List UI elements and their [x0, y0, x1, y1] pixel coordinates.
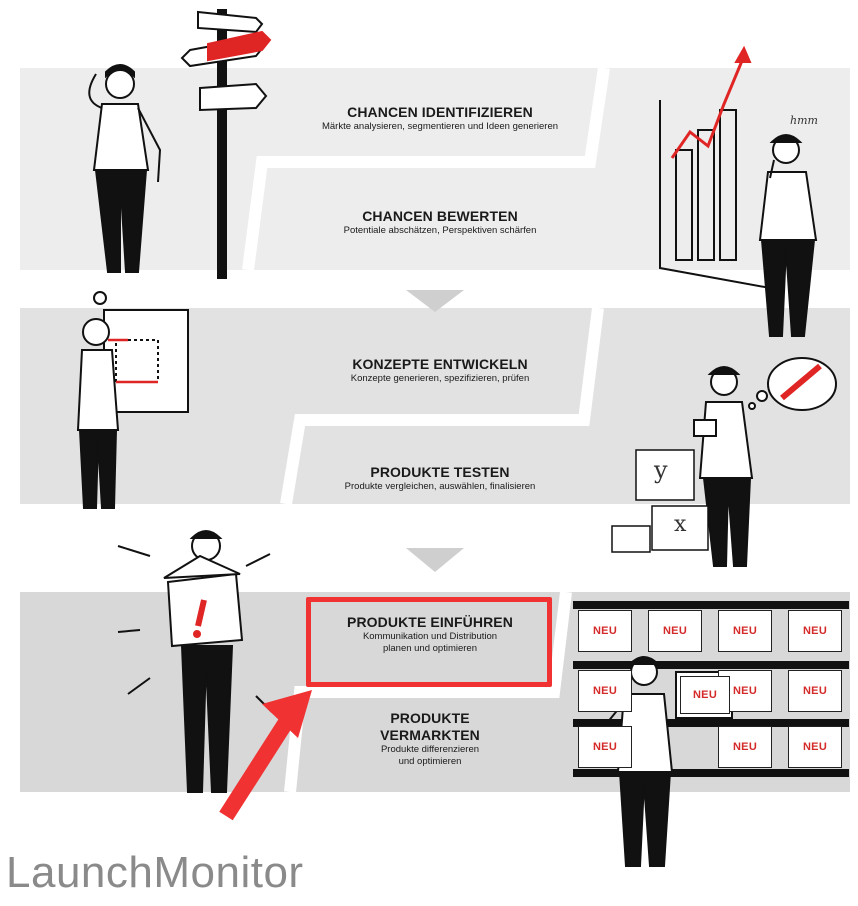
whiteboard-icon [76, 291, 189, 509]
stage-subtitle: Märkte analysieren, segmentieren und Ide… [321, 121, 559, 132]
highlight-frame [306, 597, 552, 687]
stage-subtitle-line2: und optimieren [398, 756, 462, 767]
stage-subtitle-line1: Kommunikation und Distribution [362, 631, 498, 642]
new-product-box: NEU [718, 726, 772, 768]
stage-launch: PRODUKTE EINFÜHREN Kommunikation und Dis… [312, 614, 548, 655]
brand-name: LaunchMonitor [6, 848, 304, 897]
new-label: NEU [692, 689, 718, 701]
new-label: NEU [802, 625, 828, 637]
down-arrow-icon [406, 290, 464, 312]
stage-subtitle: Produkte vergleichen, auswählen, finalis… [344, 481, 536, 492]
new-product-box: NEU [788, 670, 842, 712]
signpost-icon [180, 9, 272, 279]
stage-evaluate: CHANCEN BEWERTEN Potentiale abschätzen, … [290, 208, 590, 237]
new-label: NEU [732, 625, 758, 637]
held-product-box: NEU [680, 676, 730, 714]
stage-title: CHANCEN BEWERTEN [362, 208, 518, 224]
stage-identify: CHANCEN IDENTIFIZIEREN Märkte analysiere… [290, 104, 590, 133]
stage-subtitle-line2: planen und optimieren [382, 643, 477, 654]
box-letter-x: x [674, 512, 687, 537]
new-label: NEU [662, 625, 688, 637]
shelf-icon [573, 601, 849, 777]
stage-title: PRODUKTE EINFÜHREN [347, 614, 513, 630]
stage-test: PRODUKTE TESTEN Produkte vergleichen, au… [290, 464, 590, 493]
new-product-box: NEU [788, 610, 842, 652]
rising-chart-icon [659, 45, 771, 289]
thought-note: hmm [790, 114, 818, 127]
new-label: NEU [732, 685, 758, 697]
new-product-box: NEU [578, 670, 632, 712]
stage-develop: KONZEPTE ENTWICKELN Konzepte generieren,… [290, 356, 590, 385]
boxes-icon [611, 449, 709, 553]
box-letter-y: y [654, 456, 668, 484]
new-product-box: NEU [578, 726, 632, 768]
stage-subtitle: Konzepte generieren, spezifizieren, prüf… [350, 373, 530, 384]
down-arrow-icon [406, 548, 464, 572]
new-label: NEU [802, 741, 828, 753]
open-box-icon [117, 530, 273, 793]
man-notebook-icon [693, 366, 754, 567]
new-product-box: NEU [718, 610, 772, 652]
stage-title: CHANCEN IDENTIFIZIEREN [347, 104, 533, 120]
stage-title-line1: PRODUKTE [390, 710, 470, 726]
thought-bubble-icon [748, 357, 837, 411]
stage-market: PRODUKTE VERMARKTEN Produkte differenzie… [330, 710, 530, 768]
new-label: NEU [592, 741, 618, 753]
highlight-arrow-icon [219, 690, 312, 821]
stage-title: PRODUKTE TESTEN [370, 464, 510, 480]
new-product-box: NEU [788, 726, 842, 768]
new-label: NEU [802, 685, 828, 697]
new-label: NEU [592, 685, 618, 697]
stage-title: KONZEPTE ENTWICKELN [352, 356, 528, 372]
new-product-box: NEU [578, 610, 632, 652]
man-thinking-icon [88, 64, 162, 273]
man-pondering-icon [758, 134, 818, 337]
new-label: NEU [732, 741, 758, 753]
stage-subtitle: Potentiale abschätzen, Perspektiven schä… [343, 225, 537, 236]
new-product-box: NEU [648, 610, 702, 652]
stage-subtitle-line1: Produkte differenzieren [380, 744, 480, 755]
stage-title-line2: VERMARKTEN [380, 727, 480, 743]
new-label: NEU [592, 625, 618, 637]
